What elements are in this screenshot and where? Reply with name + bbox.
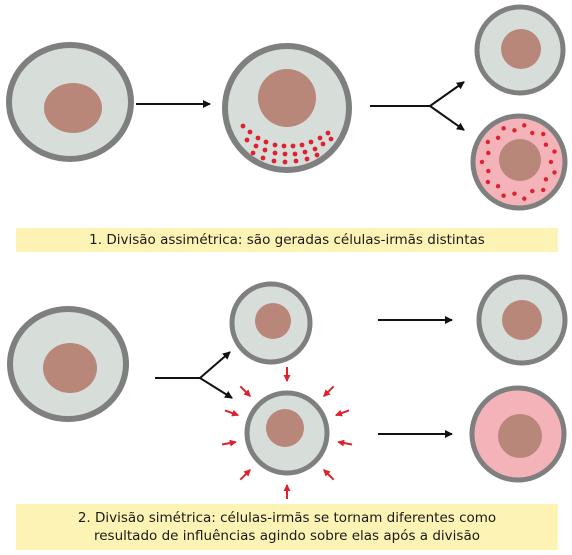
red-arrow-icon [225,410,238,415]
branching-arrow-icon [155,352,232,398]
determinant-dot [254,144,259,149]
determinant-dot [486,180,490,184]
caption-text-line-1: 2. Divisão simétrica: células-irmãs se t… [16,509,558,527]
mother-cell-polarized [225,46,349,170]
determinant-dot [530,131,534,135]
caption-symmetric-division: 2. Divisão simétrica: células-irmãs se t… [16,504,558,550]
determinant-dot [283,160,288,165]
determinant-dot [263,148,268,153]
determinant-dot [486,140,490,144]
caption-text-line-2: resultado de influências agindo sobre el… [16,527,558,545]
determinant-dot [303,150,308,155]
red-arrow-icon [222,442,236,445]
red-arrow-icon [324,470,334,480]
red-arrow-icon [336,410,349,415]
determinant-dot [256,136,261,141]
determinant-dot [273,143,278,148]
determinant-dot [522,123,526,127]
determinant-dot [501,193,505,197]
red-arrow-icon [338,442,352,445]
mother-cell-2 [10,309,126,419]
daughter-cell-bottom [247,393,327,473]
caption-text: 1. Divisão assimétrica: são geradas célu… [16,231,558,249]
determinant-dot [291,144,296,149]
determinant-dot [321,142,326,147]
determinant-dot [241,124,246,129]
determinant-dot [544,142,548,146]
determinant-dot [496,136,500,140]
determinant-dot [549,160,553,164]
determinant-dot [326,131,331,136]
determinant-dot [501,126,505,130]
daughter-cell-top [232,284,310,362]
determinant-dot [273,151,278,156]
determinant-dot [552,149,556,153]
caption-asymmetric-division: 1. Divisão assimétrica: são geradas célu… [16,228,558,252]
nucleus [499,139,541,181]
determinant-dot [541,132,545,136]
determinant-dot [530,189,534,193]
final-cell-unchanged [479,277,565,363]
nucleus [255,303,291,339]
determinant-dot [282,144,287,149]
determinant-dot [329,137,334,142]
determinant-dot [496,184,500,188]
determinant-dot [248,130,253,135]
determinant-dot [272,159,277,164]
determinant-dot [522,196,526,200]
determinant-dot [245,138,250,143]
nucleus [43,343,97,393]
determinant-dot [318,136,323,141]
branching-arrow-icon [370,82,464,130]
determinant-dot [309,140,314,145]
determinant-dot [300,143,305,148]
determinant-dot [264,140,269,145]
determinant-dot [261,156,266,161]
nucleus [258,69,316,127]
mother-cell-1 [9,45,131,159]
determinant-dot [486,169,490,173]
red-arrow-icon [240,386,250,396]
nucleus [498,414,542,458]
determinant-dot [283,152,288,157]
determinant-dot [305,157,310,162]
nucleus [501,29,541,69]
nucleus [266,409,304,447]
determinant-dot [315,153,320,158]
final-cell-differentiated [472,388,564,480]
determinant-dot [512,191,516,195]
determinant-dot [552,170,556,174]
red-arrow-icon [240,470,250,480]
determinant-dot [313,147,318,152]
determinant-dot [251,151,256,156]
determinant-dot [294,159,299,164]
nucleus [502,300,542,340]
daughter-cell-plain [477,7,563,93]
daughter-cell-determinants [473,116,565,208]
determinant-dot [512,128,516,132]
determinant-dot [486,151,490,155]
nucleus [44,83,102,133]
determinant-dot [480,160,484,164]
determinant-dot [544,177,548,181]
determinant-dot [293,152,298,157]
determinant-dot [541,188,545,192]
red-arrow-icon [324,386,334,396]
